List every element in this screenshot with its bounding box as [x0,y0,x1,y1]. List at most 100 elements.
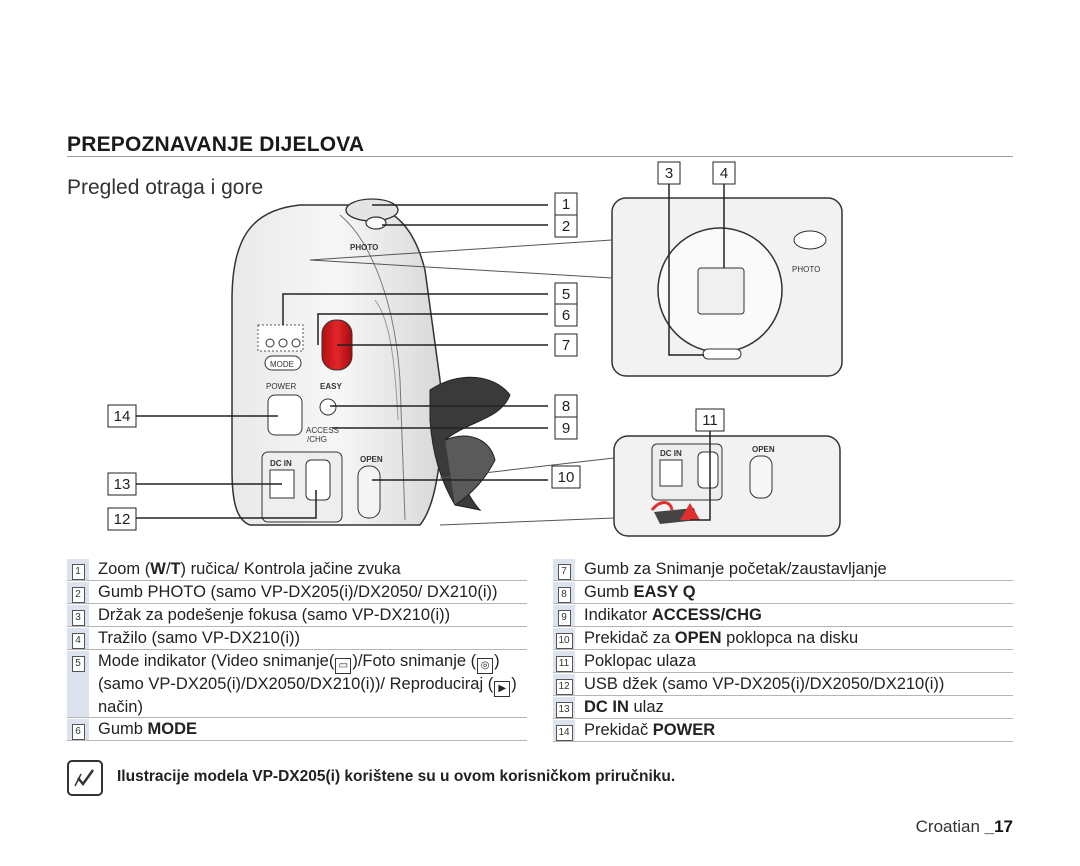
text-segment: ACCESS/CHG [651,606,762,624]
power-label: POWER [266,382,296,391]
item-description: Tražilo (samo VP-DX210(i)) [98,628,300,648]
text-segment: USB džek (samo VP-DX205(i)/DX2050/DX210(… [584,675,945,693]
item-number-badge: 10 [553,628,575,649]
text-segment: Ilustracije modela [117,768,253,785]
item-number: 7 [557,564,571,580]
item-number-badge: 5 [67,651,89,717]
item-number-badge: 6 [67,719,89,740]
item-description: Zoom (W/T) ručica/ Kontrola jačine zvuka [98,559,401,579]
item-number: 1 [71,564,85,580]
note-icon [67,760,103,796]
text-segment: poklopca na disku [721,629,859,647]
open-label: OPEN [360,455,383,464]
item-description: Gumb MODE [98,719,197,739]
page-footer: Croatian _17 [916,817,1013,837]
text-segment: ) način) [98,675,517,716]
parts-list-item: 9 Indikator ACCESS/CHG [553,604,1013,627]
text-segment: W [150,560,166,578]
text-segment: PHOTO [147,583,206,601]
text-segment: EASY Q [633,583,696,601]
callout-lines [130,181,725,521]
item-number-badge: 9 [553,605,575,626]
item-description: USB džek (samo VP-DX205(i)/DX2050/DX210(… [584,674,944,694]
parts-list-left: 1 Zoom (W/T) ručica/ Kontrola jačine zvuk… [67,558,527,741]
section-title: PREPOZNAVANJE DIJELOVA [67,133,365,156]
item-description: Mode indikator (Video snimanje(▭)/Foto s… [98,651,527,717]
callout-4: 4 [720,165,728,182]
text-segment: Gumb [584,583,634,601]
text-segment: korištene su u ovom korisničkom priručni… [340,768,676,785]
text-segment: MODE [147,720,198,738]
parts-list-item: 1 Zoom (W/T) ručica/ Kontrola jačine zvuk… [67,558,527,581]
callout-12: 12 [114,511,131,528]
photo-detail-label: PHOTO [792,265,820,274]
parts-list-right: 7 Gumb za Snimanje početak/zaustavljanje 8… [553,558,1013,742]
text-segment: VP-DX205(i) [252,768,341,785]
item-number-badge: 2 [67,582,89,603]
text-segment: Gumb [98,583,148,601]
text-segment: OPEN [674,629,722,647]
text-segment: Zoom ( [98,560,151,578]
item-description: Prekidač za OPEN poklopca na disku [584,628,858,648]
text-segment: POWER [652,721,716,739]
parts-list-item: 4 Tražilo (samo VP-DX210(i)) [67,627,527,650]
parts-list-item: 2 Gumb PHOTO (samo VP-DX205(i)/DX2050/ DX… [67,581,527,604]
text-segment: Gumb za Snimanje početak/zaustavljanje [584,560,887,578]
item-number: 8 [557,587,571,603]
callout-7: 7 [562,337,570,354]
item-number-badge: 12 [553,674,575,695]
item-number-badge: 3 [67,605,89,626]
item-number: 6 [71,724,85,740]
text-segment: (samo VP-DX205(i)/DX2050/ DX210(i)) [205,583,498,601]
text-segment: Tražilo (samo VP-DX210(i)) [98,629,301,647]
text-segment: Mode indikator (Video snimanje( [98,652,335,670]
text-segment: ) ručica/ Kontrola jačine zvuka [180,560,401,578]
subtitle: Pregled otraga i gore [67,176,264,199]
item-number: 11 [555,656,573,672]
text-segment: ulaz [628,698,664,716]
callout-13: 13 [114,476,131,493]
item-description: Prekidač POWER [584,720,715,740]
item-number: 13 [555,702,573,718]
text-segment: / [165,560,171,578]
callout-8: 8 [562,398,570,415]
callout-numbers: 1 2 3 4 5 6 7 8 9 10 11 12 13 14 [107,161,736,531]
text-segment: T [170,560,181,578]
footer-language: Croatian [915,817,985,836]
item-number-badge: 4 [67,628,89,649]
text-segment: ) (samo VP-DX205(i)/DX2050/DX210(i))/ Re… [98,652,500,693]
item-description: Gumb EASY Q [584,582,696,602]
note-text: Ilustracije modela VP-DX205(i) korištene… [117,768,675,786]
mode-label: MODE [270,360,294,369]
item-number: 3 [71,610,85,626]
item-number-badge: 11 [553,651,575,672]
item-description: Držak za podešenje fokusa (samo VP-DX210… [98,605,450,625]
item-description: Gumb za Snimanje početak/zaustavljanje [584,559,887,579]
text-segment: Prekidač za [584,629,675,647]
callout-6: 6 [562,307,570,324]
parts-list-item: 8 Gumb EASY Q [553,581,1013,604]
callout-1: 1 [562,196,570,213]
dcin-detail-label: DC IN [660,449,682,458]
video-mode-icon: ▭ [335,658,352,674]
item-description: Indikator ACCESS/CHG [584,605,762,625]
parts-list-item: 6 Gumb MODE [67,718,527,741]
callout-5: 5 [562,286,570,303]
text-segment: DC IN [584,698,629,716]
item-description: DC IN ulaz [584,697,664,717]
dcin-label: DC IN [270,459,292,468]
title-divider [67,156,1013,157]
text-segment: )/Foto snimanje ( [352,652,477,670]
parts-list-item: 10 Prekidač za OPEN poklopca na disku [553,627,1013,650]
text-segment: Držak za podešenje fokusa (samo VP-DX210… [98,606,451,624]
callout-2: 2 [562,218,570,235]
callout-10: 10 [558,469,575,486]
access-label: ACCESS [306,426,339,435]
open-detail-label: OPEN [752,445,775,454]
text-segment: Prekidač [584,721,653,739]
parts-list-item: 13 DC IN ulaz [553,696,1013,719]
easy-label: EASY [320,382,342,391]
item-number-badge: 7 [553,559,575,580]
